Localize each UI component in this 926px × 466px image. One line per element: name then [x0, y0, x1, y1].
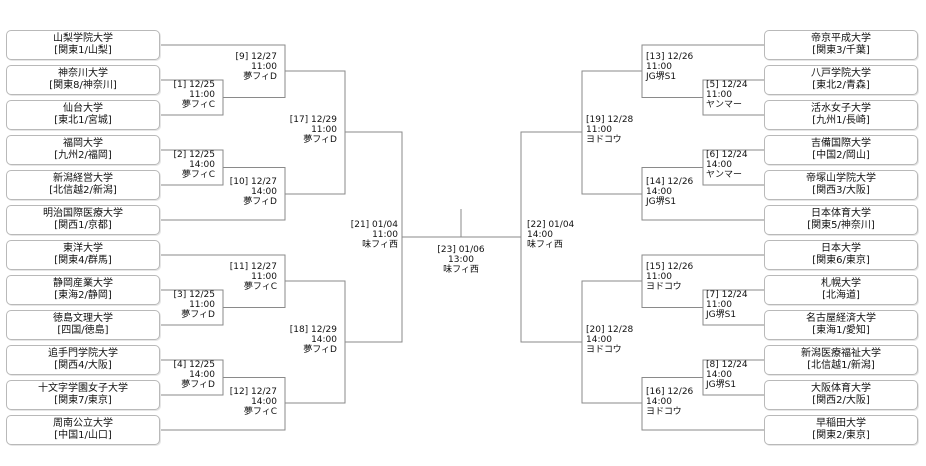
team-name: 静岡産業大学	[53, 278, 113, 289]
team-box-left-9: 徳島文理大学[四国/徳島]	[6, 310, 160, 340]
team-name: 仙台大学	[63, 103, 103, 114]
team-name: 十文字学園女子大学	[38, 383, 128, 394]
team-seed: [四国/徳島]	[57, 325, 109, 336]
team-seed: [東北2/青森]	[812, 80, 870, 91]
team-name: 札幌大学	[821, 278, 861, 289]
team-box-right-4: 吉備国際大学[中国2/岡山]	[764, 135, 918, 165]
team-seed: [関東6/東京]	[812, 255, 870, 266]
team-box-right-11: 大阪体育大学[関西2/大阪]	[764, 380, 918, 410]
team-seed: [東海1/愛知]	[812, 325, 870, 336]
team-box-right-5: 帝塚山学院大学[関西3/大阪]	[764, 170, 918, 200]
team-box-right-10: 新潟医療福祉大学[北信越1/新潟]	[764, 345, 918, 375]
team-seed: [関西2/大阪]	[812, 395, 870, 406]
team-box-left-7: 東洋大学[関東4/群馬]	[6, 240, 160, 270]
team-box-right-12: 早稲田大学[関東2/東京]	[764, 415, 918, 445]
team-box-right-8: 札幌大学[北海道]	[764, 275, 918, 305]
team-seed: [東海2/静岡]	[54, 290, 112, 301]
team-name: 明治国際医療大学	[43, 208, 123, 219]
bracket-connector-8	[160, 377, 286, 431]
team-seed: [関東4/群馬]	[54, 255, 112, 266]
team-box-left-12: 周南公立大学[中国1/山口]	[6, 415, 160, 445]
team-seed: [九州2/福岡]	[54, 150, 112, 161]
team-name: 新潟医療福祉大学	[801, 348, 881, 359]
team-name: 新潟経営大学	[53, 173, 113, 184]
team-seed: [関東1/山梨]	[54, 45, 112, 56]
bracket-connector-20	[641, 377, 764, 431]
team-seed: [北信越2/新潟]	[49, 185, 117, 196]
team-box-left-6: 明治国際医療大学[関西1/京都]	[6, 205, 160, 235]
team-box-right-9: 名古屋経済大学[東海1/愛知]	[764, 310, 918, 340]
team-box-left-8: 静岡産業大学[東海2/静岡]	[6, 275, 160, 305]
team-name: 山梨学院大学	[53, 33, 113, 44]
team-name: 神奈川大学	[58, 68, 108, 79]
team-box-left-5: 新潟経営大学[北信越2/新潟]	[6, 170, 160, 200]
team-name: 福岡大学	[63, 138, 103, 149]
team-seed: [東北1/宮城]	[54, 115, 112, 126]
team-name: 吉備国際大学	[811, 138, 871, 149]
team-box-left-2: 神奈川大学[関東8/神奈川]	[6, 65, 160, 95]
team-name: 周南公立大学	[53, 418, 113, 429]
team-name: 追手門学院大学	[48, 348, 118, 359]
team-seed: [中国2/岡山]	[812, 150, 870, 161]
team-box-left-11: 十文字学園女子大学[関東7/東京]	[6, 380, 160, 410]
team-seed: [関西4/大阪]	[54, 360, 112, 371]
team-name: 早稲田大学	[816, 418, 866, 429]
team-name: 大阪体育大学	[811, 383, 871, 394]
team-box-right-3: 活水女子大学[九州1/長崎]	[764, 100, 918, 130]
team-box-left-10: 追手門学院大学[関西4/大阪]	[6, 345, 160, 375]
team-name: 帝塚山学院大学	[806, 173, 876, 184]
team-seed: [北信越1/新潟]	[807, 360, 875, 371]
team-seed: [北海道]	[822, 290, 860, 301]
team-name: 日本大学	[821, 243, 861, 254]
team-seed: [関西1/京都]	[54, 220, 112, 231]
team-seed: [中国1/山口]	[54, 430, 112, 441]
team-name: 徳島文理大学	[53, 313, 113, 324]
team-name: 帝京平成大学	[811, 33, 871, 44]
team-seed: [関東5/神奈川]	[807, 220, 875, 231]
team-seed: [関東8/神奈川]	[49, 80, 117, 91]
team-box-left-4: 福岡大学[九州2/福岡]	[6, 135, 160, 165]
team-box-right-7: 日本大学[関東6/東京]	[764, 240, 918, 270]
team-box-left-3: 仙台大学[東北1/宮城]	[6, 100, 160, 130]
team-name: 日本体育大学	[811, 208, 871, 219]
team-name: 名古屋経済大学	[806, 313, 876, 324]
team-name: 八戸学院大学	[811, 68, 871, 79]
team-box-right-6: 日本体育大学[関東5/神奈川]	[764, 205, 918, 235]
team-box-left-1: 山梨学院大学[関東1/山梨]	[6, 30, 160, 60]
team-seed: [関東7/東京]	[54, 395, 112, 406]
team-seed: [九州1/長崎]	[812, 115, 870, 126]
team-seed: [関東3/千葉]	[812, 45, 870, 56]
team-seed: [関東2/東京]	[812, 430, 870, 441]
team-name: 東洋大学	[63, 243, 103, 254]
team-box-right-2: 八戸学院大学[東北2/青森]	[764, 65, 918, 95]
team-box-right-1: 帝京平成大学[関東3/千葉]	[764, 30, 918, 60]
team-name: 活水女子大学	[811, 103, 871, 114]
team-seed: [関西3/大阪]	[812, 185, 870, 196]
